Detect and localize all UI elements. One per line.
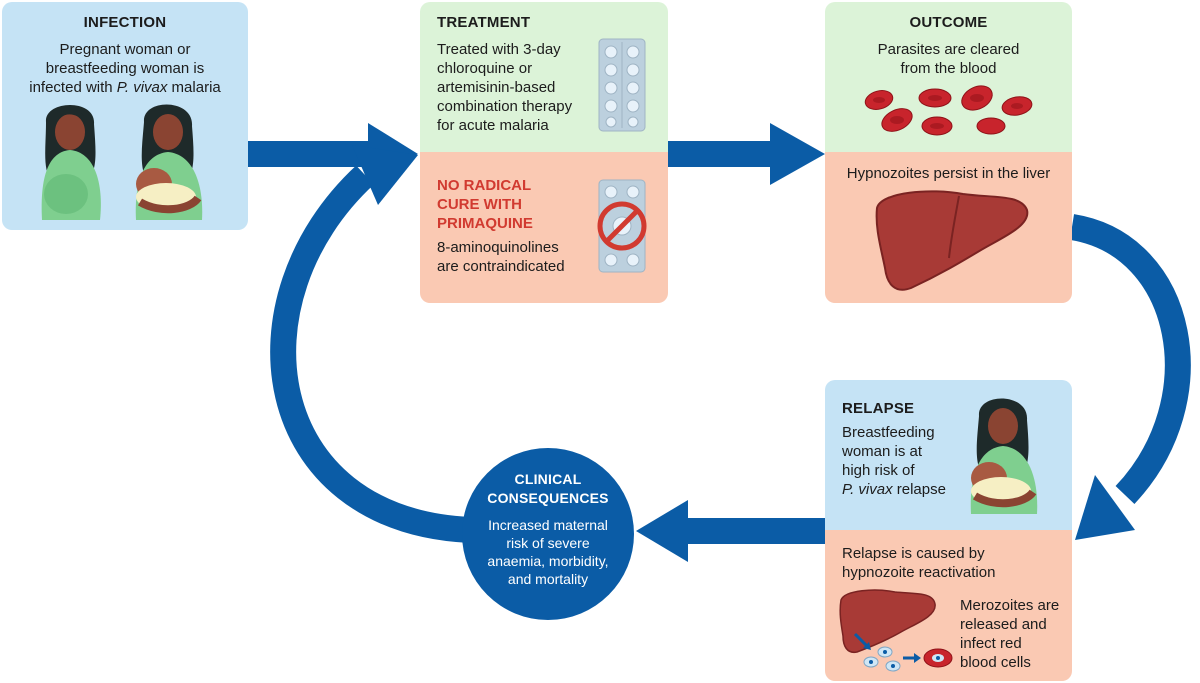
no-radical-cure-warning: NO RADICAL CURE WITH PRIMAQUINE xyxy=(437,177,533,232)
no-radical-cure-box: NO RADICAL CURE WITH PRIMAQUINE 8-aminoq… xyxy=(420,152,668,303)
contraindication-text: 8-aminoquinolines are contraindicated xyxy=(437,239,565,275)
relapse-description: Breastfeeding woman is at high risk of P… xyxy=(842,424,946,498)
liver-icon xyxy=(875,190,1029,291)
small-liver-icon xyxy=(839,589,936,654)
outcome-title: OUTCOME xyxy=(909,14,988,31)
relapse-box: RELAPSE Breastfeeding woman is at high r… xyxy=(825,380,1072,530)
red-blood-cells-icon xyxy=(864,85,1033,136)
arrow-treatment-to-outcome xyxy=(668,123,825,185)
merozoite-release-icon xyxy=(839,589,953,672)
hypnozoite-text: Hypnozoites persist in the liver xyxy=(846,165,1051,182)
clinical-description: Increased maternal risk of severe anaemi… xyxy=(487,517,609,587)
merozoite-text: Merozoites are released and infect red b… xyxy=(960,597,1060,671)
hypnozoite-box: Hypnozoites persist in the liver xyxy=(825,152,1072,303)
no-primaquine-icon xyxy=(597,179,647,273)
pill-pack-icon xyxy=(598,38,646,132)
arrow-outcome-to-relapse xyxy=(1069,214,1191,540)
infection-box: INFECTION Pregnant woman or breastfeedin… xyxy=(2,2,248,230)
treatment-box: TREATMENT Treated with 3-day chloroquine… xyxy=(420,2,668,152)
treatment-description: Treated with 3-day chloroquine or artemi… xyxy=(437,41,573,134)
infection-description: Pregnant woman or breastfeeding woman is… xyxy=(29,41,221,96)
outcome-box: OUTCOME Parasites are cleared from the b… xyxy=(825,2,1072,152)
treatment-title: TREATMENT xyxy=(437,14,531,31)
relapse-title: RELAPSE xyxy=(842,400,915,417)
relapse-cause-box: Relapse is caused by hypnozoite reactiva… xyxy=(825,530,1072,681)
women-illustration xyxy=(41,104,203,220)
pregnant-woman-icon xyxy=(41,105,101,220)
arrow-clinical-to-treatment xyxy=(270,145,471,543)
infection-title: INFECTION xyxy=(83,14,167,31)
breastfeeding-woman-icon xyxy=(970,398,1038,514)
outcome-description: Parasites are cleared from the blood xyxy=(877,41,1020,77)
breastfeeding-woman-icon xyxy=(135,104,203,220)
arrow-relapse-to-clinical xyxy=(636,500,825,562)
clinical-title: CLINICAL CONSEQUENCES xyxy=(487,471,609,506)
clinical-consequences-circle: CLINICAL CONSEQUENCES Increased maternal… xyxy=(462,448,634,620)
relapse-cause-text: Relapse is caused by hypnozoite reactiva… xyxy=(842,545,996,581)
